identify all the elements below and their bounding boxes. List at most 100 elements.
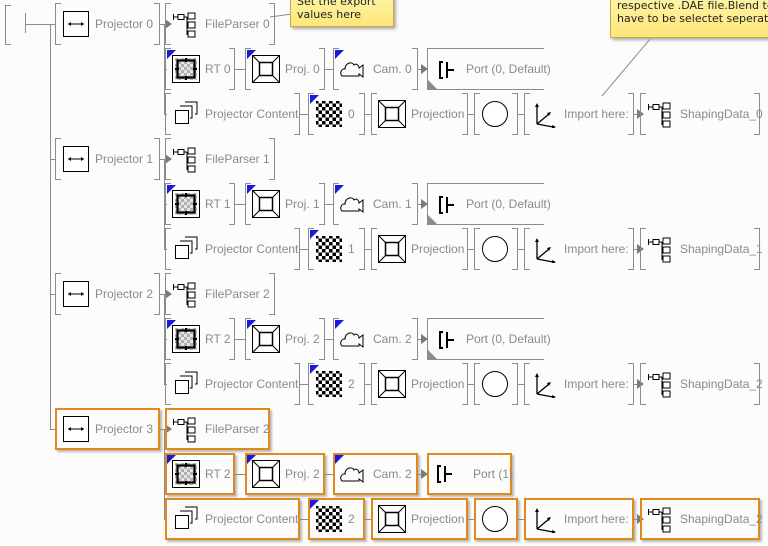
tooltip-import-line2: have to be selectet seperat <box>617 12 768 25</box>
bracket-right <box>319 183 325 225</box>
rendertarget-node-3[interactable]: RT 2 <box>165 453 235 495</box>
projector-camera-node-1[interactable]: Proj. 1 <box>245 183 325 225</box>
rendertarget-node-1[interactable]: RT 1 <box>165 183 235 225</box>
projector-content-node-2[interactable]: Projector Content <box>165 363 300 405</box>
port-node[interactable]: Port (0, Default) <box>427 183 551 225</box>
bracket-left <box>165 228 171 270</box>
bracket-right <box>462 93 468 135</box>
camera-node-1[interactable]: Cam. 1 <box>333 183 418 225</box>
frustum-icon <box>252 325 280 353</box>
camera-node-2[interactable]: Cam. 2 <box>333 318 418 360</box>
bracket-left <box>474 93 480 135</box>
projector-content-node-0[interactable]: Projector Content <box>165 93 300 135</box>
sphere-node-0[interactable] <box>474 93 518 135</box>
rendertarget-node-0-label: RT 0 <box>205 62 231 76</box>
parser-icon <box>647 505 675 533</box>
projector-content-node-3[interactable]: Projector Content <box>165 498 300 540</box>
exposed-marker-icon <box>335 320 344 329</box>
sphere-node-3[interactable] <box>474 498 518 540</box>
fileparser-node-2[interactable]: FileParser 2 <box>165 273 275 315</box>
import-node-3[interactable]: Import here: <box>524 498 634 540</box>
port-corner-icon <box>428 350 437 359</box>
texture-node-0[interactable]: 0 <box>308 93 365 135</box>
circle-icon <box>481 370 509 398</box>
texture-icon <box>315 505 343 533</box>
port-node[interactable]: Port (0, Default) <box>427 318 551 360</box>
bracket-right <box>628 228 634 270</box>
link <box>325 69 333 70</box>
projector-camera-node-3[interactable]: Proj. 2 <box>245 453 325 495</box>
projector-camera-node-1-label: Proj. 1 <box>285 197 320 211</box>
port-corner-icon <box>428 80 437 89</box>
projection-node-2[interactable]: Projection <box>371 363 468 405</box>
sphere-node-1[interactable] <box>474 228 518 270</box>
bracket-left <box>524 228 530 270</box>
texture-node-3[interactable]: 2 <box>308 498 365 540</box>
projection-node-0[interactable]: Projection <box>371 93 468 135</box>
projector-node-3[interactable]: Projector 3 <box>55 408 160 450</box>
bracket-left <box>245 183 251 225</box>
import-node-2[interactable]: Import here: <box>524 363 634 405</box>
import-node-1[interactable]: Import here: <box>524 228 634 270</box>
projector-spine <box>50 24 51 430</box>
bracket-right <box>512 363 518 405</box>
child-link <box>160 294 166 295</box>
port-corner-icon <box>428 215 437 224</box>
bracket-right <box>319 318 325 360</box>
texture-node-1-label: 1 <box>348 242 355 256</box>
shapingdata-node-3[interactable]: ShapingData_2 <box>640 498 763 540</box>
fileparser-node-1[interactable]: FileParser 1 <box>165 138 275 180</box>
tooltip-export-line2: values here <box>297 8 362 21</box>
projection-node-3[interactable]: Projection <box>371 498 468 540</box>
projector-node-1[interactable]: Projector 1 <box>55 138 160 180</box>
exposed-marker-icon <box>247 320 256 329</box>
axes-icon <box>531 235 559 263</box>
shapingdata-node-2[interactable]: ShapingData_2 <box>640 363 763 405</box>
shapingdata-node-1[interactable]: ShapingData_1 <box>640 228 763 270</box>
shapingdata-node-0[interactable]: ShapingData_0 <box>640 93 763 135</box>
camera-node-3-label: Cam. 2 <box>373 467 412 481</box>
exposed-marker-icon <box>335 185 344 194</box>
projection-node-1[interactable]: Projection <box>371 228 468 270</box>
projector-content-node-1[interactable]: Projector Content <box>165 228 300 270</box>
texture-node-0-label: 0 <box>348 107 355 121</box>
shapingdata-node-1-label: ShapingData_1 <box>680 242 763 256</box>
parser-icon <box>172 415 200 443</box>
bracket-right <box>269 273 275 315</box>
rendertarget-node-0[interactable]: RT 0 <box>165 48 235 90</box>
projector-node-2[interactable]: Projector 2 <box>55 273 160 315</box>
bracket-right <box>512 228 518 270</box>
rt-icon <box>172 460 200 488</box>
rendertarget-node-2[interactable]: RT 2 <box>165 318 235 360</box>
texture-node-1[interactable]: 1 <box>308 228 365 270</box>
projector-camera-node-0[interactable]: Proj. 0 <box>245 48 325 90</box>
port-node[interactable]: Port (0, Default) <box>427 48 551 90</box>
projector-camera-node-0-label: Proj. 0 <box>285 62 320 76</box>
port-icon <box>436 326 464 354</box>
projector-node-0[interactable]: Projector 0 <box>55 3 160 45</box>
bracket-right <box>628 93 634 135</box>
tooltip-import-pointer <box>601 31 657 97</box>
sphere-node-2[interactable] <box>474 363 518 405</box>
exposed-marker-icon <box>335 455 344 464</box>
import-node-3-label: Import here: <box>564 512 629 526</box>
projector-camera-node-2[interactable]: Proj. 2 <box>245 318 325 360</box>
bracket-right <box>294 363 300 405</box>
projector-icon <box>62 10 90 38</box>
camera-node-2-label: Cam. 2 <box>373 332 412 346</box>
fileparser-node-3[interactable]: FileParser 2 <box>165 408 270 450</box>
flow-arrow-icon <box>421 64 428 74</box>
import-node-1-label: Import here: <box>564 242 629 256</box>
fileparser-node-0[interactable]: FileParser 0 <box>165 3 275 45</box>
import-node-0[interactable]: Import here: <box>524 93 634 135</box>
exposed-marker-icon <box>310 365 319 374</box>
camera-node-0[interactable]: Cam. 0 <box>333 48 418 90</box>
texture-node-2[interactable]: 2 <box>308 363 365 405</box>
port-node[interactable]: Port (1) <box>427 453 514 495</box>
camera-node-3[interactable]: Cam. 2 <box>333 453 418 495</box>
shapingdata-node-2-label: ShapingData_2 <box>680 377 763 391</box>
bracket-left <box>333 183 339 225</box>
port-node-label: Port (1) <box>473 467 514 481</box>
bracket-left <box>371 228 377 270</box>
link <box>300 249 308 250</box>
